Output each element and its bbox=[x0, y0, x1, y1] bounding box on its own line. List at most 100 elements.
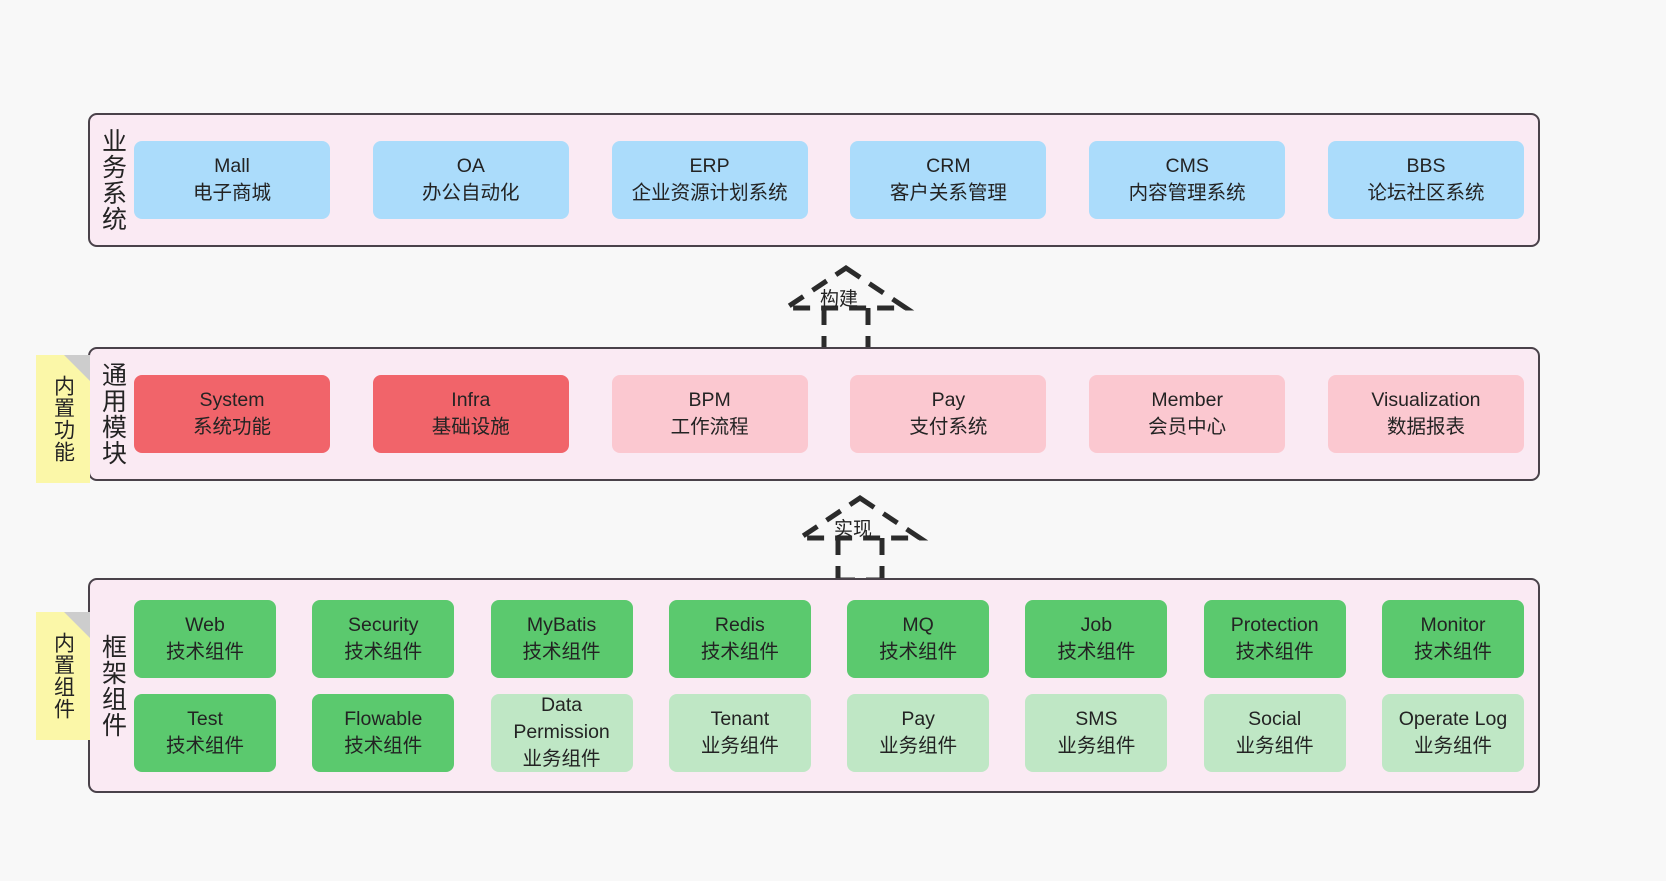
node-title: Social bbox=[1248, 707, 1302, 730]
node-subtitle: 业务组件 bbox=[879, 734, 958, 757]
node-subtitle: 技术组件 bbox=[344, 640, 423, 663]
node-social[interactable]: Social 业务组件 bbox=[1203, 693, 1346, 772]
node-bpm[interactable]: BPM 工作流程 bbox=[611, 375, 808, 453]
node-row: Test 技术组件 Flowable 技术组件 Data Permission … bbox=[134, 693, 1524, 772]
node-protection[interactable]: Protection 技术组件 bbox=[1203, 599, 1346, 678]
node-title: BPM bbox=[688, 389, 731, 412]
node-title: Job bbox=[1080, 613, 1113, 636]
node-title: Operate Log bbox=[1398, 707, 1508, 730]
folded-corner-icon bbox=[64, 355, 90, 381]
node-title: Web bbox=[185, 613, 225, 636]
node-title: Security bbox=[348, 613, 419, 636]
node-title: System bbox=[199, 389, 265, 412]
node-subtitle: 技术组件 bbox=[1413, 640, 1492, 663]
layer-body-business-systems: Mall 电子商城 OA 办公自动化 ERP 企业资源计划系统 CRM 客户关系… bbox=[134, 115, 1538, 245]
node-subtitle: 工作流程 bbox=[670, 416, 749, 438]
sticky-note-label: 内置功能 bbox=[51, 375, 75, 463]
node-subtitle: 电子商城 bbox=[192, 182, 271, 204]
node-title: Infra bbox=[451, 389, 491, 412]
layer-label-common-modules: 通用模块 bbox=[98, 362, 127, 466]
node-subtitle: 支付系统 bbox=[909, 416, 988, 438]
node-title: Test bbox=[187, 707, 223, 730]
node-flowable[interactable]: Flowable 技术组件 bbox=[312, 693, 455, 772]
node-erp[interactable]: ERP 企业资源计划系统 bbox=[611, 141, 808, 219]
node-system[interactable]: System 系统功能 bbox=[134, 375, 330, 453]
node-subtitle: 技术组件 bbox=[700, 640, 779, 663]
node-row: Web 技术组件 Security 技术组件 MyBatis 技术组件 Redi… bbox=[134, 599, 1524, 678]
node-operate-log[interactable]: Operate Log 业务组件 bbox=[1381, 693, 1524, 772]
node-title: BBS bbox=[1406, 155, 1446, 178]
node-pay[interactable]: Pay 支付系统 bbox=[850, 375, 1047, 453]
node-title: Monitor bbox=[1420, 613, 1486, 636]
node-data-permission[interactable]: Data Permission 业务组件 bbox=[490, 693, 633, 772]
node-title: Member bbox=[1151, 389, 1223, 412]
node-title: OA bbox=[456, 155, 485, 178]
node-cms[interactable]: CMS 内容管理系统 bbox=[1089, 141, 1286, 219]
layer-business-systems: 业务系统 Mall 电子商城 OA 办公自动化 ERP 企业资源计划系统 CRM… bbox=[88, 113, 1540, 247]
node-subtitle: 系统功能 bbox=[192, 416, 271, 438]
layer-label-business-systems: 业务系统 bbox=[98, 128, 127, 232]
sticky-note-builtin-features: 内置功能 bbox=[36, 355, 90, 483]
node-title: CRM bbox=[926, 155, 971, 178]
node-title: Visualization bbox=[1371, 389, 1481, 412]
node-mybatis[interactable]: MyBatis 技术组件 bbox=[490, 599, 633, 678]
node-subtitle: 业务组件 bbox=[1413, 734, 1492, 757]
node-mq[interactable]: MQ 技术组件 bbox=[847, 599, 990, 678]
node-sms[interactable]: SMS 业务组件 bbox=[1025, 693, 1168, 772]
node-row: System 系统功能 Infra 基础设施 BPM 工作流程 Pay 支付系统… bbox=[134, 375, 1524, 453]
node-web[interactable]: Web 技术组件 bbox=[134, 599, 276, 678]
node-visualization[interactable]: Visualization 数据报表 bbox=[1327, 375, 1524, 453]
node-bbs[interactable]: BBS 论坛社区系统 bbox=[1327, 141, 1524, 219]
node-subtitle: 办公自动化 bbox=[422, 182, 520, 204]
node-pay-component[interactable]: Pay 业务组件 bbox=[847, 693, 990, 772]
sticky-note-builtin-components: 内置组件 bbox=[36, 612, 90, 740]
node-test[interactable]: Test 技术组件 bbox=[134, 693, 276, 772]
connector-label-implement: 实现 bbox=[834, 519, 873, 540]
node-subtitle: 业务组件 bbox=[700, 734, 779, 757]
folded-corner-icon bbox=[64, 612, 90, 638]
node-subtitle: 业务组件 bbox=[1235, 734, 1314, 757]
node-infra[interactable]: Infra 基础设施 bbox=[372, 375, 569, 453]
node-subtitle: 技术组件 bbox=[344, 734, 423, 757]
node-subtitle: 技术组件 bbox=[1235, 640, 1314, 663]
connector-implement: 实现 bbox=[772, 492, 952, 583]
node-member[interactable]: Member 会员中心 bbox=[1089, 375, 1286, 453]
connector-label-build: 构建 bbox=[820, 289, 859, 310]
node-title: Redis bbox=[714, 613, 765, 636]
node-row: Mall 电子商城 OA 办公自动化 ERP 企业资源计划系统 CRM 客户关系… bbox=[134, 141, 1524, 219]
layer-common-modules: 通用模块 System 系统功能 Infra 基础设施 BPM 工作流程 Pay… bbox=[88, 347, 1540, 481]
node-subtitle: 客户关系管理 bbox=[889, 182, 1007, 204]
node-job[interactable]: Job 技术组件 bbox=[1025, 599, 1168, 678]
realization-arrow-icon bbox=[791, 494, 929, 583]
layer-body-framework-components: Web 技术组件 Security 技术组件 MyBatis 技术组件 Redi… bbox=[134, 580, 1538, 791]
node-subtitle: 内容管理系统 bbox=[1128, 182, 1246, 204]
connector-build: 构建 bbox=[758, 262, 938, 353]
node-subtitle: 技术组件 bbox=[165, 734, 244, 757]
node-monitor[interactable]: Monitor 技术组件 bbox=[1381, 599, 1524, 678]
node-title: Pay bbox=[931, 389, 966, 412]
node-title: Protection bbox=[1230, 613, 1319, 636]
layer-label-framework-components: 框架组件 bbox=[98, 633, 127, 738]
node-redis[interactable]: Redis 技术组件 bbox=[668, 599, 811, 678]
node-title: Tenant bbox=[710, 707, 770, 730]
node-crm[interactable]: CRM 客户关系管理 bbox=[850, 141, 1047, 219]
node-subtitle: 论坛社区系统 bbox=[1367, 182, 1485, 204]
node-mall[interactable]: Mall 电子商城 bbox=[134, 141, 330, 219]
node-title: ERP bbox=[689, 155, 730, 178]
node-subtitle: 技术组件 bbox=[879, 640, 958, 663]
node-security[interactable]: Security 技术组件 bbox=[312, 599, 455, 678]
node-oa[interactable]: OA 办公自动化 bbox=[372, 141, 569, 219]
node-title: SMS bbox=[1075, 707, 1118, 730]
node-subtitle: 会员中心 bbox=[1148, 416, 1227, 438]
node-subtitle: 数据报表 bbox=[1386, 416, 1465, 438]
node-title: Data Permission bbox=[513, 694, 610, 744]
node-title: Flowable bbox=[344, 707, 423, 730]
node-subtitle: 技术组件 bbox=[522, 640, 601, 663]
node-title: Mall bbox=[214, 155, 250, 178]
node-title: Pay bbox=[901, 707, 935, 730]
node-subtitle: 技术组件 bbox=[165, 640, 244, 663]
node-title: MQ bbox=[902, 613, 934, 636]
node-subtitle: 企业资源计划系统 bbox=[631, 182, 788, 204]
node-tenant[interactable]: Tenant 业务组件 bbox=[668, 693, 811, 772]
